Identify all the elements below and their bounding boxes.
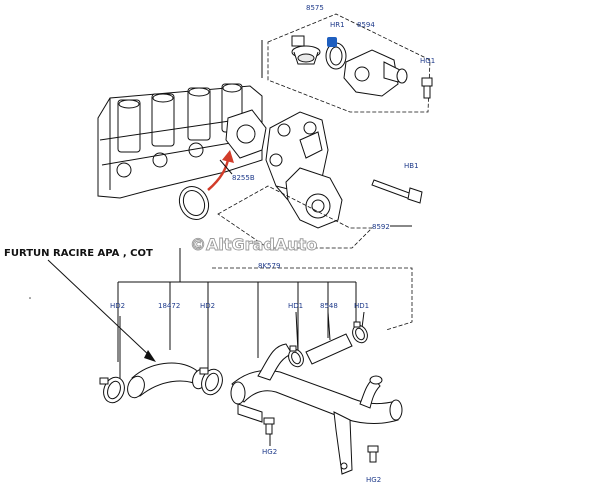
thermostat-housing-drawing <box>265 111 343 229</box>
callout-hg1: HG1 <box>420 57 435 65</box>
callout-18472: 18472 <box>158 302 180 310</box>
bolt-hg2-left-drawing <box>263 417 275 435</box>
o-ring-drawing <box>178 185 210 221</box>
thermostat-cover-drawing <box>343 49 408 97</box>
watermark: ©AltGradAuto <box>190 235 317 254</box>
callout-8575: 8575 <box>306 4 324 12</box>
pipe-8548-drawing <box>288 321 368 368</box>
callout-hg2-left: HG2 <box>262 448 277 456</box>
note-leader-line <box>47 259 153 359</box>
hr1-badge-icon <box>327 37 337 47</box>
callout-8k579: 8K579 <box>258 262 280 270</box>
callout-hb1: HB1 <box>404 162 419 170</box>
hose-clamp-left-drawing <box>99 376 125 404</box>
pump-dashed-box <box>217 185 373 249</box>
stray-dot <box>29 297 31 299</box>
callout-8548: 8548 <box>320 302 338 310</box>
callout-8594: 8594 <box>357 21 375 29</box>
bolt-hg2-right-drawing <box>367 445 379 463</box>
hose-clamp-mid-drawing <box>199 367 223 396</box>
callout-hg2-right: HG2 <box>366 476 381 484</box>
red-pointer-arrow <box>207 159 230 191</box>
thermostat-drawing <box>291 35 321 65</box>
bolt-hg1-drawing <box>421 77 433 99</box>
callout-hd2-mid: HD2 <box>200 302 215 310</box>
callout-hr1: HR1 <box>330 21 345 29</box>
hose-18472-drawing <box>127 362 208 399</box>
callout-leader-lines <box>117 40 412 458</box>
callout-hd1-right: HD1 <box>354 302 369 310</box>
coolant-pipe-drawing <box>230 343 403 475</box>
cylinder-head-drawing <box>97 83 263 199</box>
callout-8592: 8592 <box>372 223 390 231</box>
bolt-hb1-drawing <box>371 179 423 204</box>
hose-note-label: FURTUN RACIRE APA , COT <box>4 248 153 259</box>
thermostat-dashed-box <box>267 13 431 113</box>
callout-8255b: 8255B <box>232 174 255 182</box>
callout-hd2-left: HD2 <box>110 302 125 310</box>
hose-assembly-dashed-box <box>212 267 413 331</box>
callout-hd1-left: HD1 <box>288 302 303 310</box>
